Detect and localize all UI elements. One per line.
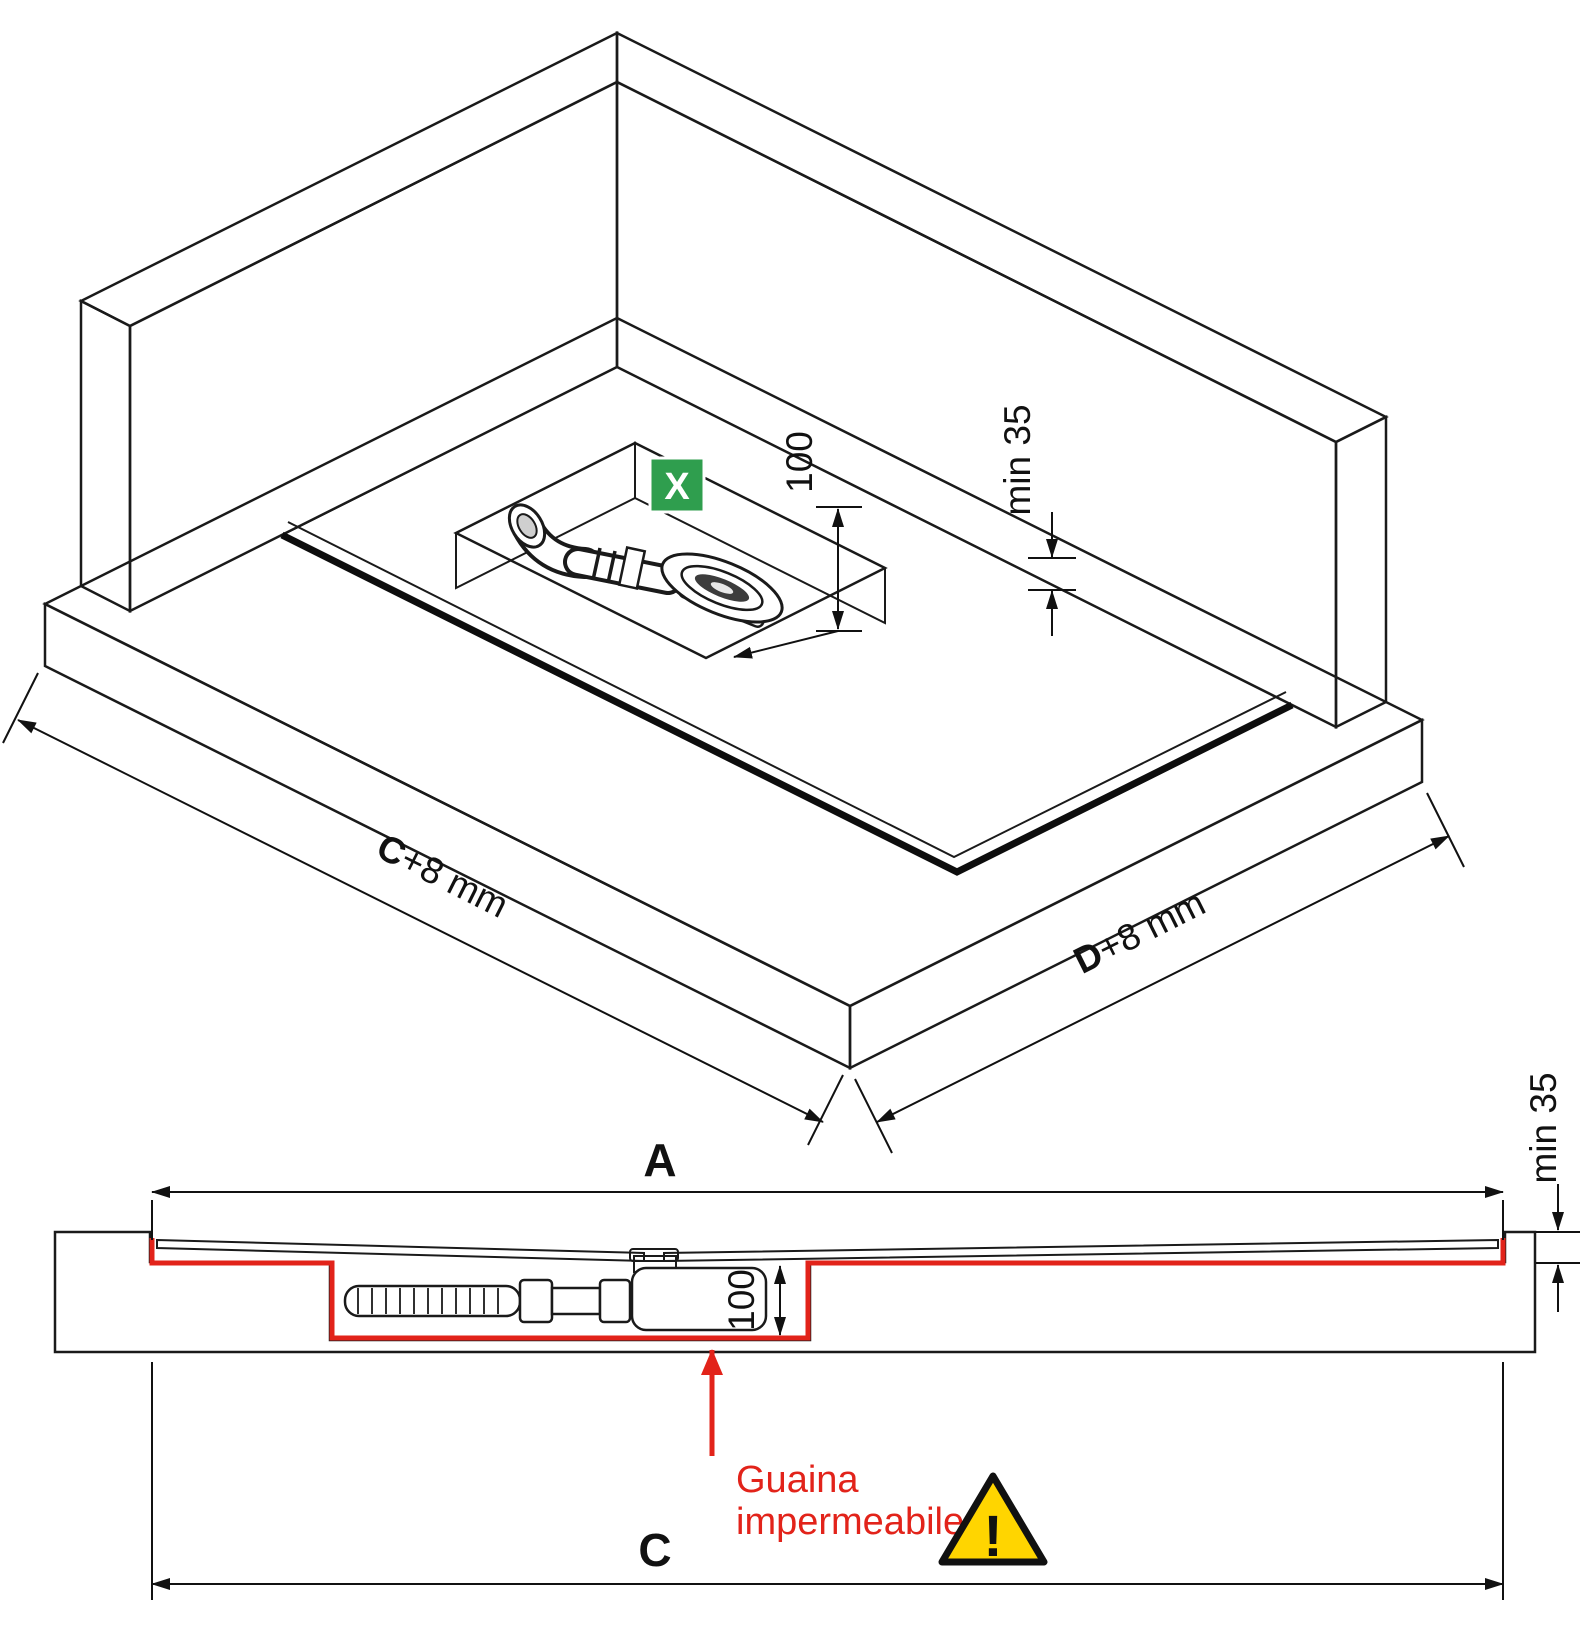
wall-right-end-face [1334, 414, 1388, 730]
tray-section-left [156, 1238, 645, 1263]
wall-left-end-face [79, 298, 132, 614]
drain-pipe-opening-bore [516, 513, 538, 539]
dim-label-c8: C+8 mm [370, 826, 514, 926]
wall-right-top-edge [615, 30, 1389, 444]
waterproof-membrane-line [149, 1238, 1506, 1341]
x-marker-label: X [664, 466, 690, 508]
drain-pipe-ribs [591, 547, 617, 584]
drain-pit-wall-right [634, 441, 886, 625]
isometric-view: X 100 min 35 C+8 mm [2, 30, 1465, 1154]
dim-label-min35-section: min 35 [1523, 1072, 1564, 1183]
dim-label-c: C [638, 1524, 671, 1576]
drain-trap-assembly-iso [507, 503, 784, 628]
flexible-hose-ribs [357, 1288, 499, 1314]
dim-label-d-suffix: +8 mm [1091, 882, 1211, 970]
dim-label-100-section: 100 [721, 1269, 762, 1331]
membrane-label-line1: Guaina [736, 1459, 859, 1501]
drain-pipe-nut [617, 546, 647, 590]
dim-a: A [151, 1134, 1504, 1240]
tray-section-right [663, 1238, 1499, 1263]
drain-trap-assembly-section [343, 1248, 768, 1332]
trap-nut-left [518, 1278, 554, 1324]
warning-exclamation: ! [983, 1504, 1002, 1569]
membrane-label-line2: impermeabile [736, 1501, 964, 1543]
trap-body [630, 1266, 768, 1332]
dim-extension [854, 1078, 893, 1154]
dim-label-min35: min 35 [997, 404, 1038, 515]
dim-d-plus-8: D+8 mm [854, 792, 1465, 1154]
wall-right-interior-face [615, 79, 1338, 730]
drain-flange-section [629, 1248, 679, 1262]
x-marker-badge [648, 456, 706, 514]
dim-100-section: 100 [721, 1265, 786, 1336]
dim-label-d8: D+8 mm [1067, 882, 1211, 982]
dim-min-35-section: min 35 [1523, 1072, 1580, 1312]
tray-recess-inner-edge [287, 521, 1287, 859]
dim-pit-depth-100: 100 [733, 431, 862, 659]
dim-extension [807, 1074, 844, 1146]
dim-line [876, 835, 1450, 1123]
trap-pipe [550, 1286, 602, 1316]
section-view: A min 35 100 C Guaina impermeabile ! [53, 1072, 1580, 1600]
recess-border [280, 531, 1294, 876]
dim-extension [1426, 792, 1465, 868]
floor-slab-front-left-face [43, 601, 852, 1071]
dim-c: C [151, 1362, 1504, 1600]
dim-line [17, 719, 824, 1123]
drain-flange-slot-center [710, 582, 734, 594]
dim-min-35-iso: min 35 [997, 404, 1076, 636]
floor-slab-top [42, 316, 1425, 1008]
warning-triangle-icon [938, 1472, 1048, 1566]
dim-leader [733, 630, 839, 659]
dim-c-plus-8: C+8 mm [2, 672, 844, 1146]
dim-label-c-suffix: +8 mm [394, 838, 514, 926]
dim-extension [2, 672, 39, 744]
dim-label-a: A [643, 1134, 676, 1186]
floor-slab-front-right-face [848, 717, 1424, 1071]
wall-left-top-edge [78, 30, 619, 328]
trap-nut-right [598, 1278, 632, 1324]
dim-label-100: 100 [779, 431, 820, 493]
